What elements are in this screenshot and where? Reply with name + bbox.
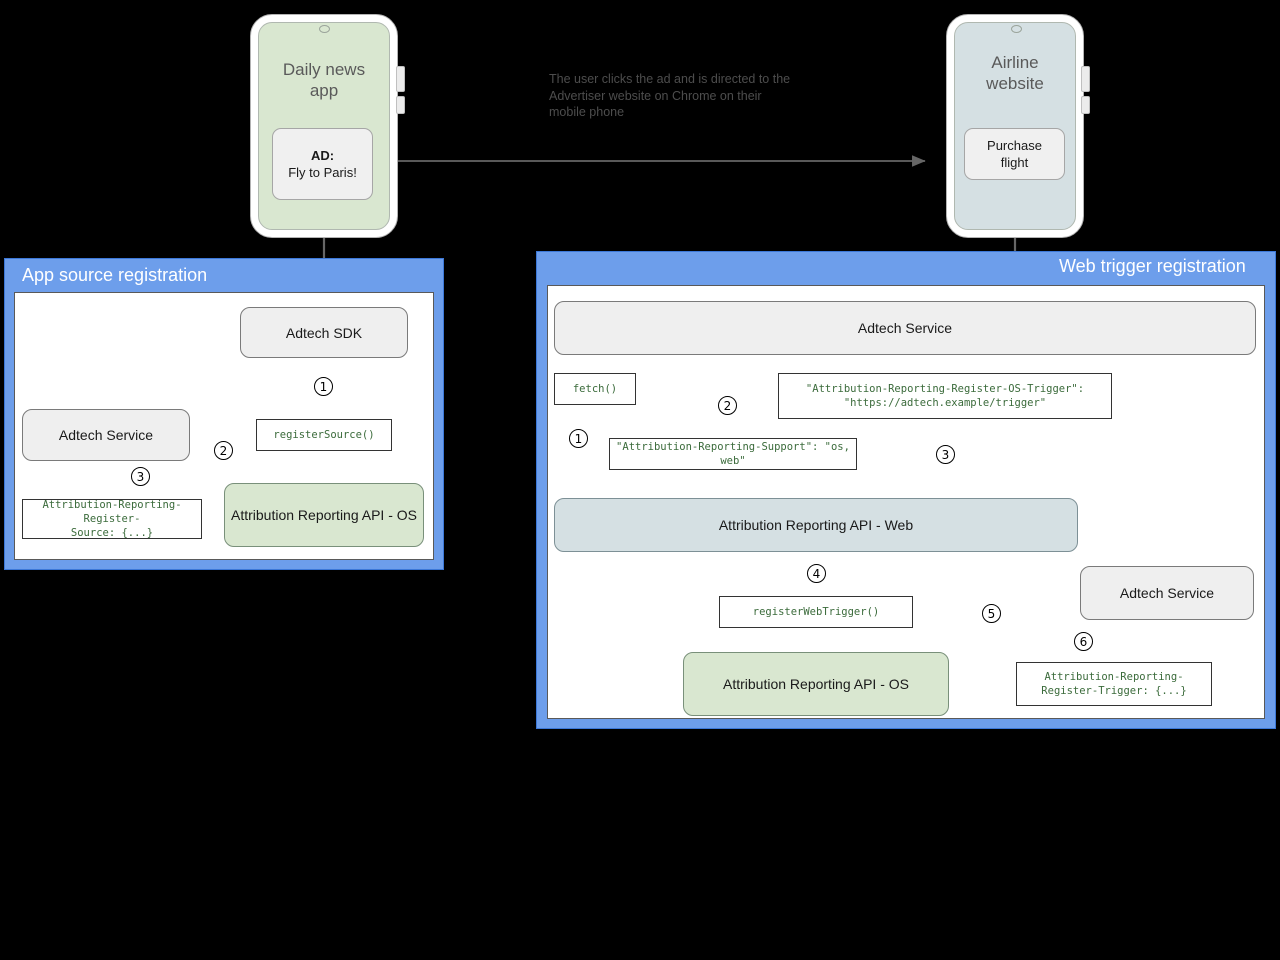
- node-ar-api-web-label: Attribution Reporting API - Web: [718, 517, 914, 533]
- codebox-register-source-header: Attribution-Reporting-Register- Source: …: [22, 499, 202, 539]
- step-badge-5-right: 5: [982, 604, 1001, 623]
- codebox-fetch: fetch(): [554, 373, 636, 405]
- phone-left-volume-button: [396, 66, 405, 92]
- node-adtech-service-left: Adtech Service: [22, 409, 190, 461]
- node-ar-api-os-left: Attribution Reporting API - OS: [224, 483, 424, 547]
- phone-right-camera-icon: [1011, 25, 1022, 33]
- phone-right-title-line1: Airline: [991, 53, 1039, 72]
- panel-app-source-registration-title: App source registration: [22, 265, 208, 285]
- purchase-flight-line2: flight: [1000, 155, 1029, 170]
- step-badge-1-left: 1: [314, 377, 333, 396]
- node-adtech-sdk-label: Adtech SDK: [285, 324, 363, 341]
- phone-left-title-line1: Daily news: [282, 60, 366, 79]
- node-adtech-service-top-right: Adtech Service: [554, 301, 1256, 355]
- ad-card-text: Fly to Paris!: [288, 165, 357, 180]
- phone-right-site-title: Airline website: [954, 52, 1076, 94]
- step-badge-4-right: 4: [807, 564, 826, 583]
- panel-web-trigger-registration-title: Web trigger registration: [1059, 256, 1246, 276]
- codebox-register-trigger-header: Attribution-Reporting- Register-Trigger:…: [1016, 662, 1212, 706]
- node-adtech-service-bottom-right-label: Adtech Service: [1119, 585, 1215, 601]
- phone-right-title-line2: website: [986, 74, 1044, 93]
- flow-caption: The user clicks the ad and is directed t…: [549, 72, 791, 119]
- node-ar-api-os-left-label: Attribution Reporting API - OS: [231, 507, 417, 523]
- node-ar-api-web: Attribution Reporting API - Web: [554, 498, 1078, 552]
- purchase-flight-button[interactable]: Purchase flight: [964, 128, 1065, 180]
- ad-card[interactable]: AD: Fly to Paris!: [272, 128, 373, 200]
- ad-card-label: AD:: [310, 148, 335, 163]
- codebox-os-trigger-header: "Attribution-Reporting-Register-OS-Trigg…: [778, 373, 1112, 419]
- step-badge-2-left: 2: [214, 441, 233, 460]
- phone-right-power-button: [1081, 96, 1090, 114]
- codebox-register-web-trigger: registerWebTrigger(): [719, 596, 913, 628]
- node-adtech-service-bottom-right: Adtech Service: [1080, 566, 1254, 620]
- codebox-register-source: registerSource(): [256, 419, 392, 451]
- phone-left-title-line2: app: [309, 81, 339, 100]
- step-badge-3-left: 3: [131, 467, 150, 486]
- phone-left-power-button: [396, 96, 405, 114]
- node-adtech-sdk: Adtech SDK: [240, 307, 408, 358]
- step-badge-1-right: 1: [569, 429, 588, 448]
- purchase-flight-line1: Purchase: [987, 138, 1042, 153]
- node-adtech-service-left-label: Adtech Service: [58, 427, 154, 443]
- step-badge-3-right: 3: [936, 445, 955, 464]
- node-adtech-service-top-right-label: Adtech Service: [857, 320, 953, 336]
- phone-right-screen: [954, 22, 1076, 230]
- node-ar-api-os-right: Attribution Reporting API - OS: [683, 652, 949, 716]
- node-ar-api-os-right-label: Attribution Reporting API - OS: [723, 676, 909, 692]
- step-badge-2-right: 2: [718, 396, 737, 415]
- codebox-support-header: "Attribution-Reporting-Support": "os, we…: [609, 438, 857, 470]
- phone-left-app-title: Daily news app: [258, 59, 390, 101]
- step-badge-6-right: 6: [1074, 632, 1093, 651]
- phone-left-camera-icon: [319, 25, 330, 33]
- phone-right-volume-button: [1081, 66, 1090, 92]
